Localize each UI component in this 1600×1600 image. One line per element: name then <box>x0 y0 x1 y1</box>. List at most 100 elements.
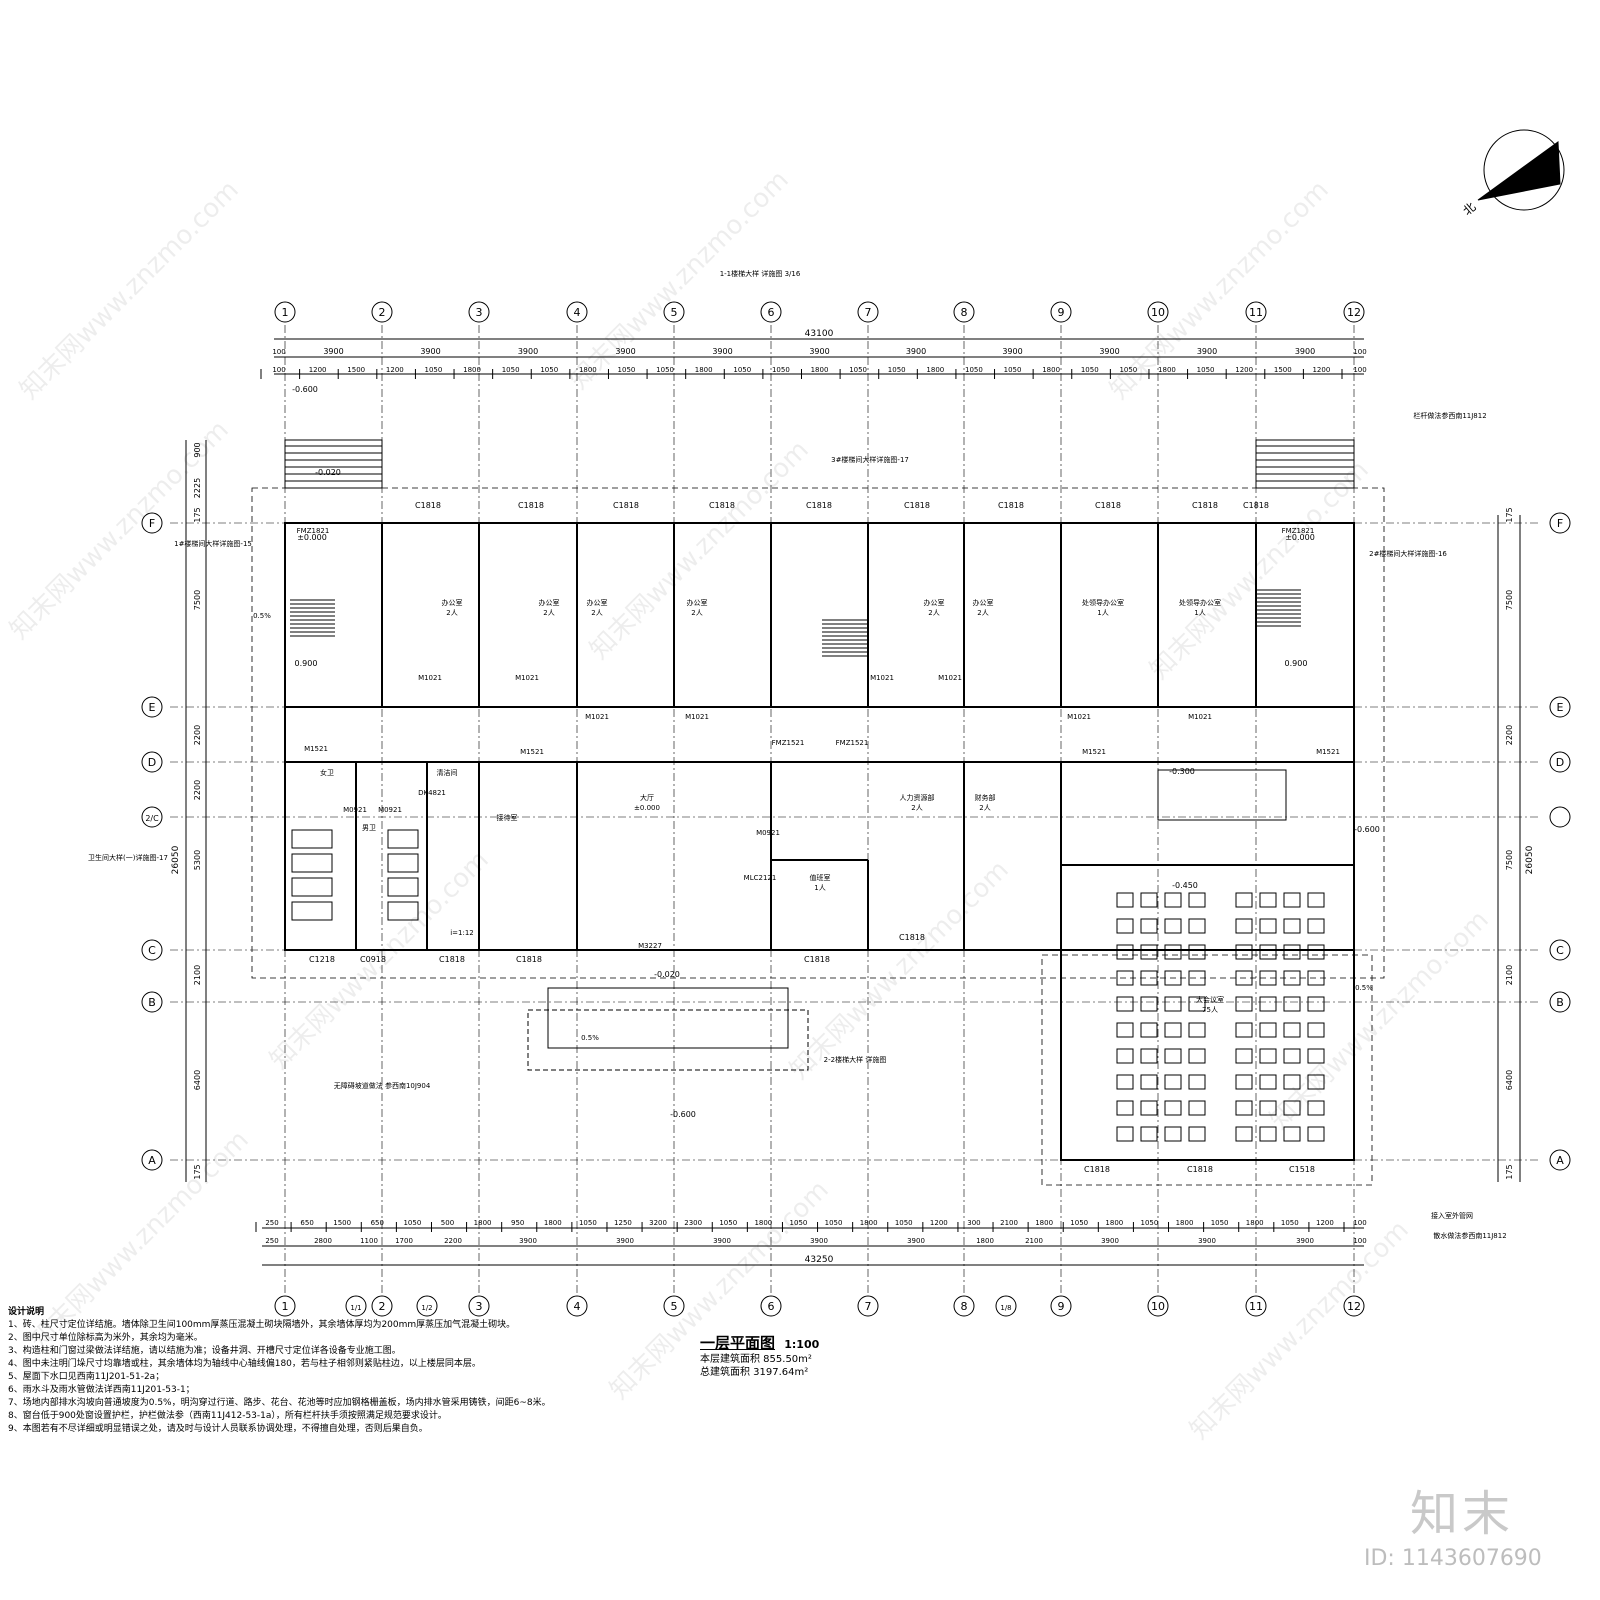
dim-value: 2100 <box>1000 1219 1018 1227</box>
axis-bubble <box>141 991 163 1013</box>
seat <box>1188 1126 1206 1142</box>
dim-value: 175 <box>1505 507 1514 522</box>
door-code: M0921 <box>378 806 402 814</box>
brand-logo: 知末 <box>1410 1486 1515 1542</box>
seat <box>1188 1022 1206 1038</box>
seat <box>1164 970 1182 986</box>
axis-label-bottom: 1/2 <box>421 1304 432 1312</box>
seat <box>1235 970 1253 986</box>
room-name: 财务部 <box>975 793 996 802</box>
dim-value: 1050 <box>1070 1219 1088 1227</box>
axis-bubble <box>1050 301 1072 323</box>
window-code: C1818 <box>415 501 441 510</box>
drawing-title-block: 一层平面图 1:100 本层建筑面积 855.50m² 总建筑面积 3197.6… <box>700 1332 880 1379</box>
dim-value: 500 <box>441 1219 454 1227</box>
door-code: DK4821 <box>418 789 446 797</box>
dim-value: 5300 <box>193 850 202 870</box>
dim-overall-top: 43100 <box>805 329 834 339</box>
callout-text: 卫生间大样(一)详施图-17 <box>88 853 168 862</box>
door-code: M1521 <box>520 748 544 756</box>
axis-bubble <box>663 301 685 323</box>
dim-value: 3900 <box>810 1237 828 1245</box>
seat <box>1235 996 1253 1012</box>
room-name: 大厅 <box>640 793 654 802</box>
axis-bubble <box>141 696 163 718</box>
axis-label-top: 9 <box>1058 306 1065 319</box>
dim-value: 3900 <box>907 1237 925 1245</box>
dim-value: 2200 <box>444 1237 462 1245</box>
axis-label-top: 3 <box>476 306 483 319</box>
slope-mark: 0.5% <box>1355 984 1373 992</box>
level-mark: -0.300 <box>1169 767 1195 776</box>
dim-value: 1200 <box>1316 1219 1334 1227</box>
seat <box>1307 1048 1325 1064</box>
seat <box>1164 1074 1182 1090</box>
seat <box>1235 1126 1253 1142</box>
dim-overall-side: 26050 <box>1525 845 1535 874</box>
dim-value: 1050 <box>403 1219 421 1227</box>
seat <box>1283 1048 1301 1064</box>
stage-platform <box>1157 769 1287 821</box>
seat <box>1116 918 1134 934</box>
dim-value: 1800 <box>976 1237 994 1245</box>
level-mark: 0.900 <box>1285 659 1308 668</box>
toilet-stall <box>291 901 333 921</box>
room-name: 办公室 <box>687 598 708 607</box>
axis-label-left: E <box>149 701 156 714</box>
dim-value: 1050 <box>790 1219 808 1227</box>
axis-label-right: C <box>1556 944 1564 957</box>
window-code: C1818 <box>709 501 735 510</box>
seat <box>1283 1022 1301 1038</box>
dim-value: 1800 <box>1105 1219 1123 1227</box>
door-code: FMZ1521 <box>836 739 869 747</box>
note-line: 1、砖、柱尺寸定位详结施。墙体除卫生间100mm厚蒸压混凝土砌块隔墙外，其余墙体… <box>8 1320 516 1330</box>
window-code: C1818 <box>806 501 832 510</box>
axis-bubble <box>274 1295 296 1317</box>
dim-value: 3900 <box>712 347 732 356</box>
toilet-stall <box>291 877 333 897</box>
dim-value: 1100 <box>360 1237 378 1245</box>
dim-value: 2100 <box>193 965 202 985</box>
dim-value: 3900 <box>1197 347 1217 356</box>
axis-label-left: A <box>148 1154 156 1167</box>
door-code: M1021 <box>1067 713 1091 721</box>
level-mark: -0.450 <box>1172 881 1198 890</box>
seat <box>1283 996 1301 1012</box>
seat <box>1235 944 1253 960</box>
dim-value: 900 <box>193 442 202 457</box>
window-code: C1818 <box>1095 501 1121 510</box>
axis-label-right: E <box>1557 701 1564 714</box>
seat <box>1307 892 1325 908</box>
seat <box>1188 996 1206 1012</box>
design-notes: 设计说明 1、砖、柱尺寸定位详结施。墙体除卫生间100mm厚蒸压混凝土砌块隔墙外… <box>8 1306 768 1436</box>
axis-label-left: D <box>148 756 156 769</box>
axis-bubble <box>1245 301 1267 323</box>
dim-value: 1500 <box>1274 366 1292 374</box>
axis-label-bottom: 10 <box>1151 1300 1165 1313</box>
room-occupancy: 2人 <box>446 609 457 617</box>
axis-bubble <box>141 939 163 961</box>
axis-bubble <box>1549 1149 1571 1171</box>
level-mark: -0.600 <box>292 385 318 394</box>
dim-value: 650 <box>371 1219 384 1227</box>
axis-label-left: F <box>149 517 155 530</box>
door-code: FMZ1821 <box>297 527 330 535</box>
axis-label-bottom: 8 <box>961 1300 968 1313</box>
dim-value: 1800 <box>695 366 713 374</box>
room-occupancy: 1人 <box>814 884 825 892</box>
axis-bubble <box>953 301 975 323</box>
axis-bubble <box>371 301 393 323</box>
dim-value: 3900 <box>615 347 635 356</box>
ramp-grade: i=1:12 <box>450 929 474 937</box>
axis-label-bottom: 1/8 <box>1000 1304 1011 1312</box>
axis-bubble <box>566 301 588 323</box>
room-occupancy: 75人 <box>1202 1006 1218 1014</box>
seat <box>1188 1048 1206 1064</box>
axis-label-right: D <box>1556 756 1564 769</box>
dim-value: 100 <box>1353 366 1366 374</box>
seat <box>1307 1126 1325 1142</box>
seat <box>1259 918 1277 934</box>
axis-bubble <box>1245 1295 1267 1317</box>
callout-text: 3#楼梯间大样详施图-17 <box>831 455 909 464</box>
seat <box>1259 996 1277 1012</box>
